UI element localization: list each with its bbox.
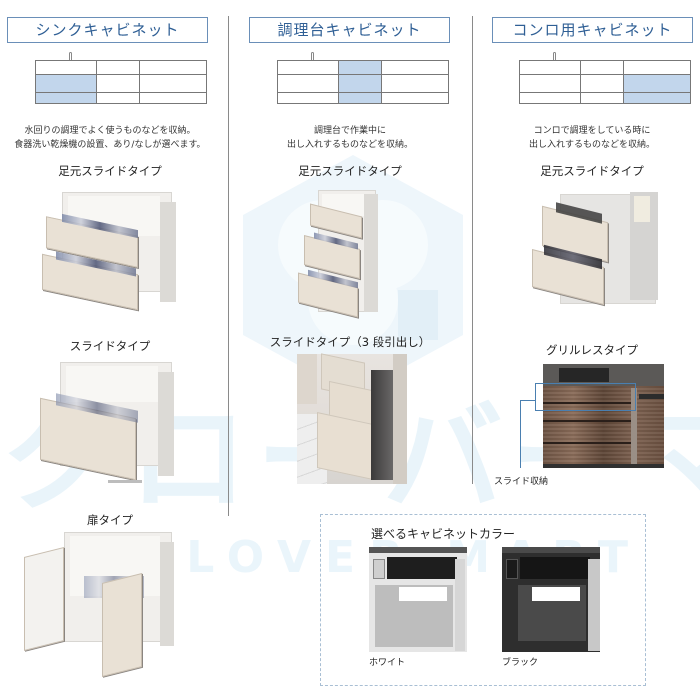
label-counter-3-drawer: スライドタイプ（3 段引出し） <box>269 335 431 349</box>
cabinet-color-panel: 選べるキャビネットカラー ホワイト ブラック <box>320 514 646 686</box>
label-stove-grillless: グリルレスタイプ <box>546 343 638 357</box>
faucet-icon <box>69 52 72 62</box>
description-counter: 調理台で作業中に 出し入れするものなどを収納。 <box>286 126 413 150</box>
plan-highlight-sink <box>36 74 96 103</box>
column-divider-left <box>228 16 229 516</box>
faucet-icon <box>553 52 556 62</box>
kitchen-plan-stove <box>519 52 691 108</box>
kitchen-plan-counter <box>277 52 449 108</box>
swatch-label-white: ホワイト <box>369 658 406 668</box>
swatch-black[interactable] <box>502 547 600 652</box>
image-counter-ashimoto-slide <box>298 186 378 326</box>
description-sink: 水回りの調理でよく使うものなどを収納。 食器洗い乾燥機の設置、あり/なしが選べま… <box>14 126 206 150</box>
label-sink-slide: スライドタイプ <box>69 339 151 353</box>
label-stove-ashimoto-slide: 足元スライドタイプ <box>540 164 644 178</box>
label-counter-ashimoto-slide: 足元スライドタイプ <box>298 164 402 178</box>
callout-label-slide-storage: スライド収納 <box>494 477 549 487</box>
swatch-white[interactable] <box>369 547 467 652</box>
label-sink-door: 扉タイプ <box>87 513 133 527</box>
label-sink-ashimoto-slide: 足元スライドタイプ <box>58 164 162 178</box>
image-sink-ashimoto-slide <box>42 186 176 326</box>
callout-box-slide-storage <box>535 383 636 411</box>
callout-line-vertical <box>520 400 521 468</box>
title-counter-cabinet: 調理台キャビネット <box>249 17 450 43</box>
image-counter-3-drawer-photo <box>297 353 407 484</box>
plan-highlight-counter <box>338 61 381 103</box>
plan-highlight-stove <box>623 74 690 103</box>
swatch-label-black: ブラック <box>502 658 539 668</box>
image-sink-slide <box>38 358 178 503</box>
image-sink-door <box>24 530 174 677</box>
cabinet-color-title: 選べるキャビネットカラー <box>371 527 516 541</box>
faucet-icon <box>311 52 314 62</box>
title-stove-cabinet: コンロ用キャビネット <box>492 17 693 43</box>
title-sink-cabinet: シンクキャビネット <box>7 17 208 43</box>
callout-line <box>520 400 535 401</box>
image-stove-ashimoto-slide <box>530 184 662 320</box>
description-stove: コンロで調理をしている時に 出し入れするものなどを収納。 <box>528 126 655 150</box>
kitchen-plan-sink <box>35 52 207 108</box>
column-divider-right <box>472 16 473 484</box>
image-stove-grillless-photo <box>543 364 664 468</box>
